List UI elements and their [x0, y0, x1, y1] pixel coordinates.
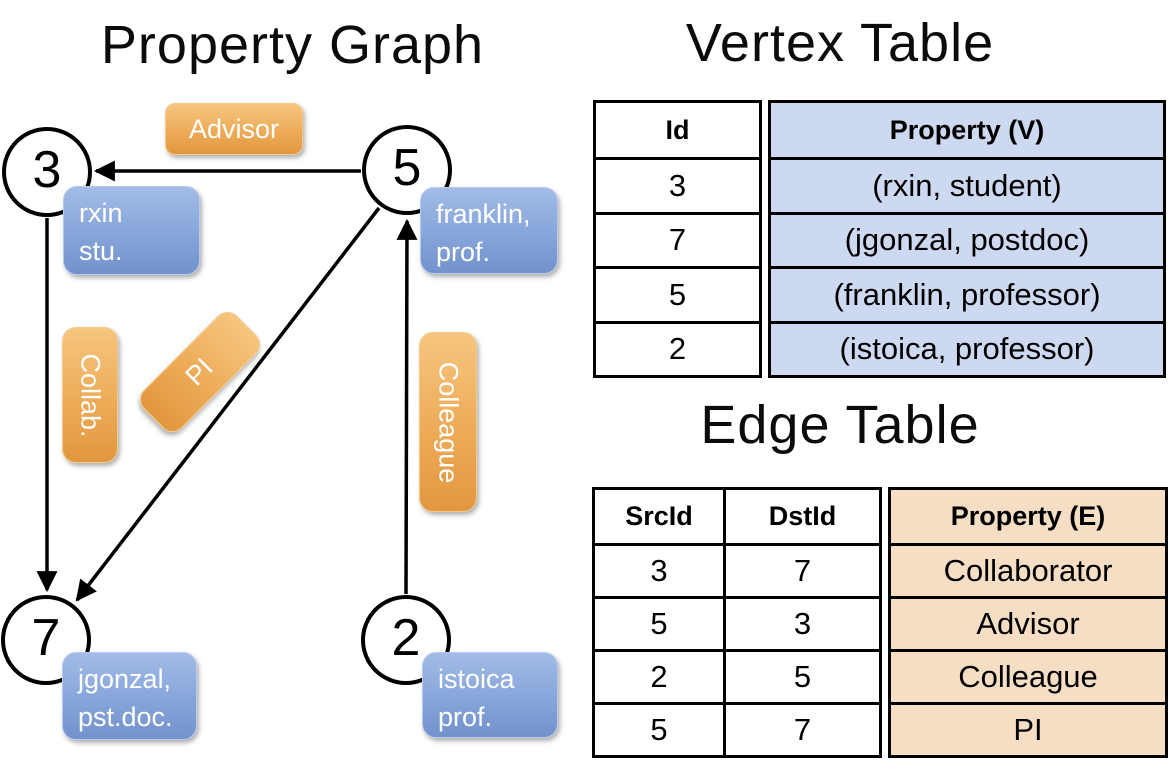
table-cell: 2 [596, 320, 759, 375]
table-cell: 5 [723, 649, 879, 702]
edge-table-title: Edge Table [700, 395, 980, 455]
edge-table-property-header: Property (E) [950, 501, 1106, 531]
edge-label-text: Colleague [433, 361, 464, 483]
edge-table-srcid-header: SrcId [625, 501, 693, 531]
vertex-property-box-rxin: rxin stu. [63, 186, 200, 275]
table-cell: Colleague [891, 649, 1165, 702]
vertex-property-line: istoica [438, 664, 515, 694]
vertex-property-line: franklin, [436, 199, 531, 229]
table-cell: 5 [595, 596, 723, 649]
vertex-property-line: prof. [438, 702, 493, 733]
vertex-table-id-column: Id 3 7 5 2 [593, 100, 762, 378]
property-graph-panel: 3 5 7 2 rxin stu. franklin, prof. jgonza [1, 103, 558, 740]
table-cell: (jgonzal, postdoc) [771, 211, 1163, 266]
table-cell: PI [891, 702, 1165, 755]
table-cell: 7 [723, 702, 879, 755]
edge-label-pi: PI [134, 306, 266, 438]
edge-table: SrcId DstId 3 7 5 3 2 5 5 7 Property (E)… [592, 487, 1168, 758]
edge-label-text: Collab. [75, 352, 106, 438]
table-cell: 7 [596, 211, 759, 266]
vertex-table: Id 3 7 5 2 Property (V) (rxin, student) … [593, 100, 1166, 378]
table-cell: (rxin, student) [771, 157, 1163, 211]
vertex-property-line: rxin [79, 198, 123, 228]
vertex-property-line: pst.doc. [78, 702, 173, 733]
edge-label-colleague: Colleague [419, 332, 477, 512]
table-cell: Collaborator [891, 543, 1165, 596]
vertex-property-box-istoica: istoica prof. [422, 652, 558, 738]
edge-table-property-column: Property (E) Collaborator Advisor Collea… [888, 487, 1168, 758]
vertex-property-line: jgonzal, [78, 664, 172, 694]
vertex-property-box-jgonzal: jgonzal, pst.doc. [62, 652, 197, 740]
table-cell: 7 [723, 543, 879, 596]
table-cell: 5 [596, 266, 759, 320]
table-cell: (franklin, professor) [771, 266, 1163, 320]
table-cell: 2 [595, 649, 723, 702]
node-5-id: 5 [392, 139, 422, 197]
vertex-property-line: prof. [436, 237, 491, 268]
vertex-table-id-header: Id [665, 114, 690, 145]
graph-node-2: 2 [361, 595, 451, 685]
edge-label-text: PI [180, 352, 220, 392]
vertex-table-property-header: Property (V) [889, 114, 1045, 145]
edge-table-dstid-header: DstId [723, 490, 879, 543]
node-7-id: 7 [31, 609, 61, 667]
node-2-id: 2 [391, 609, 421, 667]
table-cell: (istoica, professor) [771, 320, 1163, 375]
vertex-table-title: Vertex Table [685, 13, 995, 73]
edge-label-collab: Collab. [62, 327, 118, 463]
property-graph-title: Property Graph [100, 15, 485, 75]
table-cell: 3 [595, 543, 723, 596]
edge-label-text: Advisor [188, 113, 280, 144]
table-cell: Advisor [891, 596, 1165, 649]
node-3-id: 3 [32, 141, 62, 199]
table-cell: 3 [596, 157, 759, 211]
vertex-property-box-franklin: franklin, prof. [420, 187, 558, 274]
edge-label-advisor: Advisor [165, 103, 303, 155]
vertex-table-property-column: Property (V) (rxin, student) (jgonzal, p… [768, 100, 1166, 378]
vertex-property-line: stu. [79, 236, 123, 267]
table-cell: 5 [595, 702, 723, 755]
edge-table-ids-columns: SrcId DstId 3 7 5 3 2 5 5 7 [592, 487, 882, 758]
arrow-colleague-2-to-5 [396, 218, 418, 595]
table-cell: 3 [723, 596, 879, 649]
